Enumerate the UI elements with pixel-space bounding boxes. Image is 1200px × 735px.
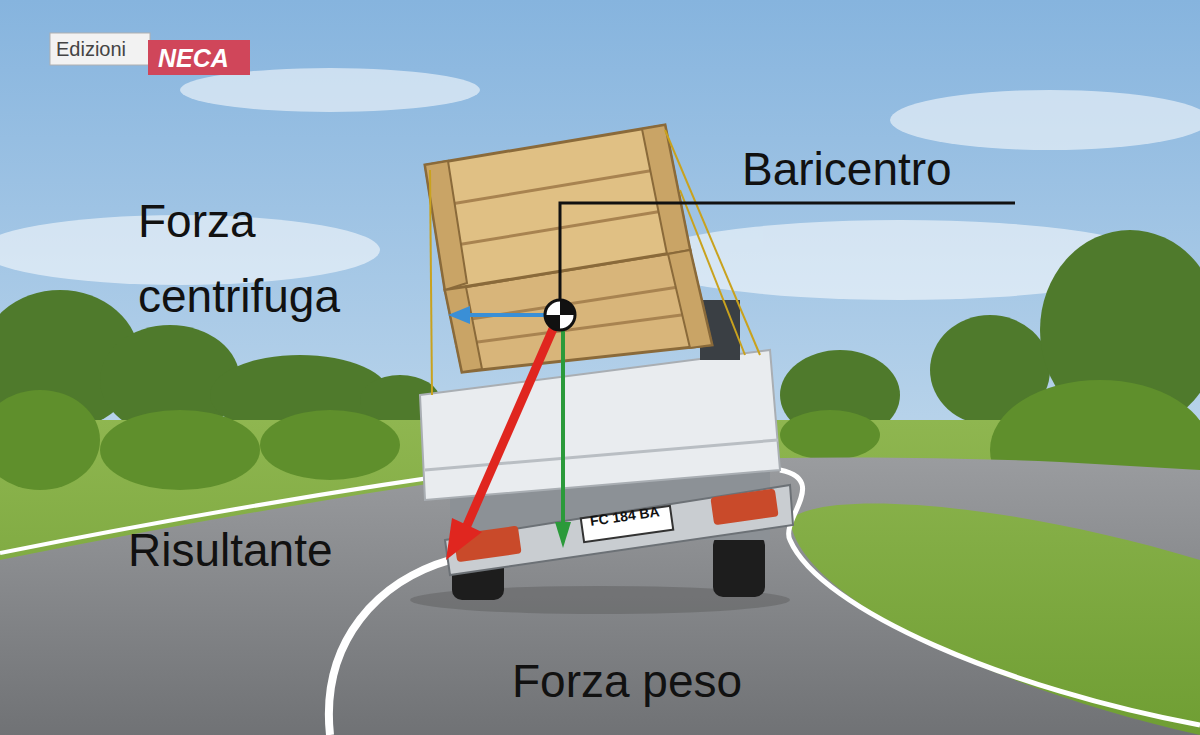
force-label: Forza peso <box>512 655 742 708</box>
logo-text: NECA <box>158 43 229 73</box>
point-label: Baricentro <box>742 143 952 196</box>
road-edge-line <box>780 470 1200 725</box>
leader-line <box>560 203 1015 315</box>
logo-panel <box>50 33 150 65</box>
force-label: Forza centrifuga <box>138 184 398 334</box>
crates <box>425 125 760 395</box>
road-center-line <box>329 560 450 735</box>
centroid-symbol <box>545 300 575 330</box>
road <box>0 457 1200 735</box>
logo-text: Edizioni <box>56 37 126 61</box>
license-plate-text: FC 184 BA <box>589 504 660 529</box>
force-label: Risultante <box>128 524 333 577</box>
logo-panel <box>148 40 250 75</box>
force-vectors <box>446 306 571 560</box>
clouds <box>0 68 1200 300</box>
